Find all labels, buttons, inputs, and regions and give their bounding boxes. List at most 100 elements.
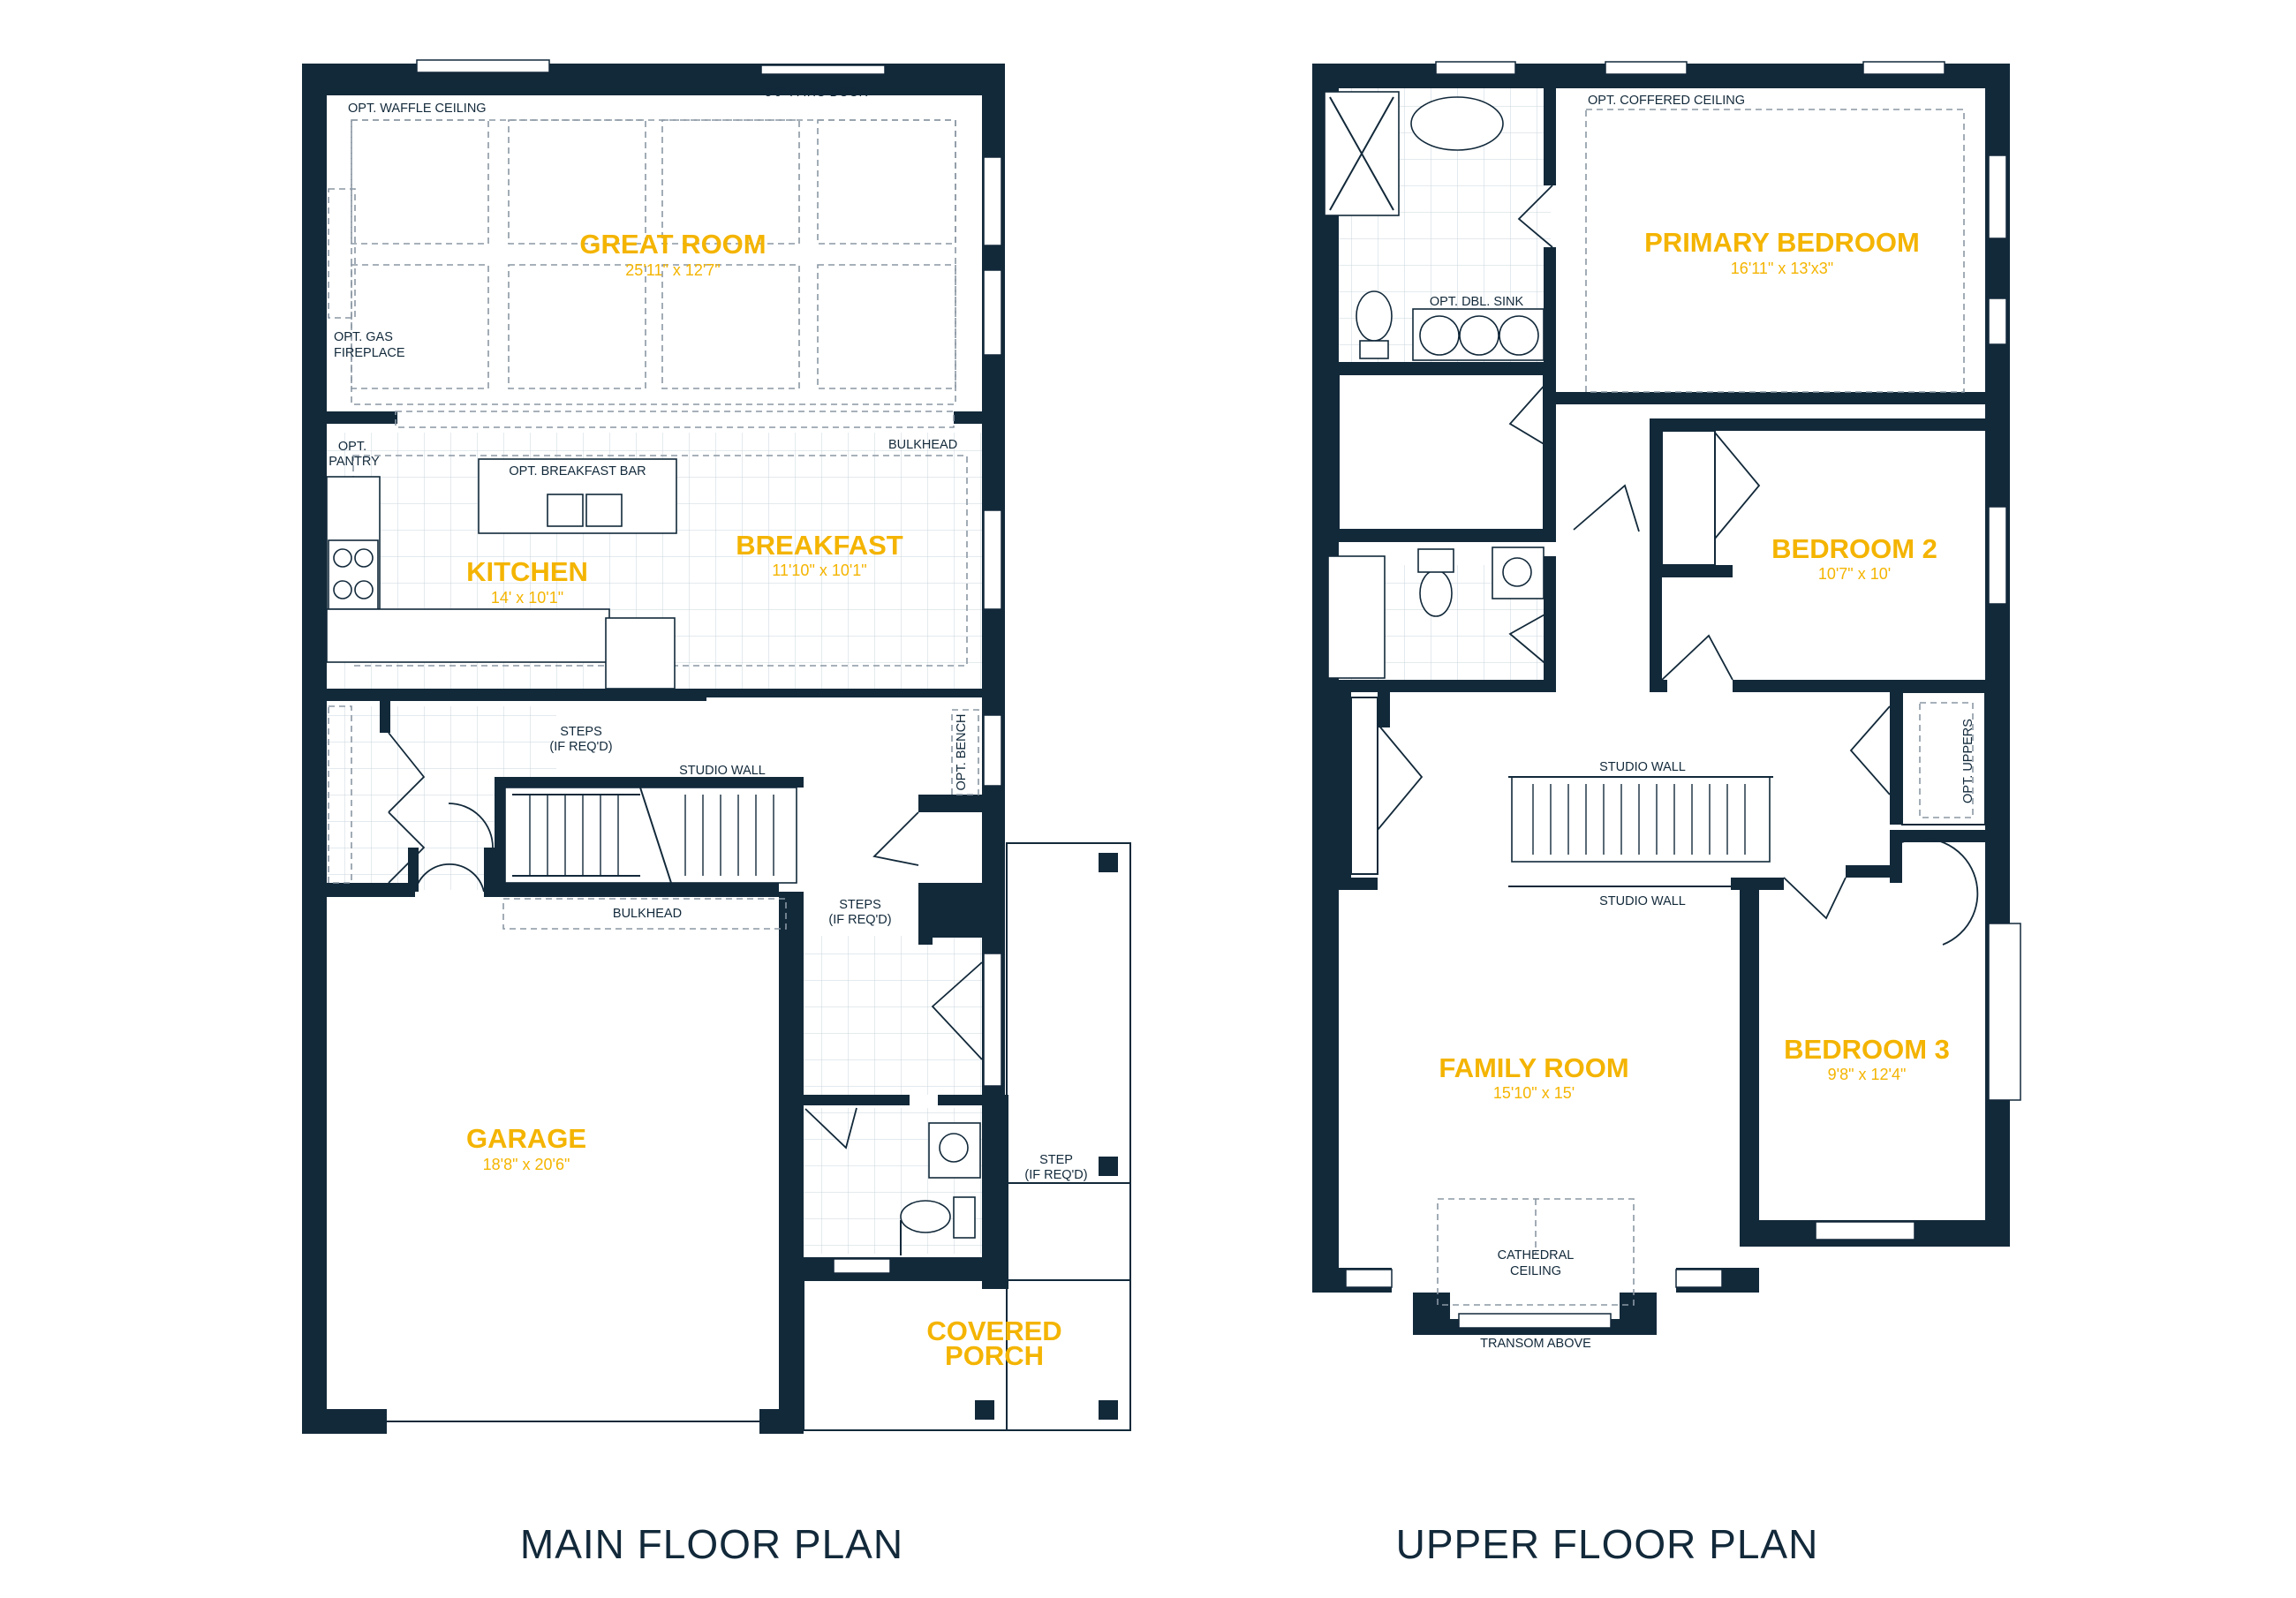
cooktop xyxy=(328,539,379,610)
wall xyxy=(1650,680,1667,692)
wall xyxy=(484,848,495,892)
wall xyxy=(484,883,779,897)
bathtub xyxy=(1327,555,1386,679)
wall xyxy=(302,64,327,1434)
bench-note: OPT. BENCH xyxy=(955,713,969,790)
family-room-label: FAMILY ROOM xyxy=(1439,1052,1628,1083)
wall xyxy=(495,777,505,892)
studio-wall-top-note: STUDIO WALL xyxy=(1599,760,1686,774)
bifold-door xyxy=(1714,432,1761,539)
toilet xyxy=(1419,569,1453,617)
upper-floor-title: UPPER FLOOR PLAN xyxy=(1396,1521,1819,1567)
bulkhead-note: BULKHEAD xyxy=(888,438,957,452)
shower-drain xyxy=(1329,96,1394,211)
wall xyxy=(1715,565,1733,577)
wall xyxy=(327,689,706,701)
wall xyxy=(302,1409,387,1434)
wall xyxy=(408,848,419,892)
bifold-door xyxy=(388,732,426,884)
patio-door-note: 5'0" PATIO DOOR xyxy=(765,86,868,100)
window xyxy=(1988,155,2007,239)
toilet-tank xyxy=(1417,548,1454,573)
upper-floor-plan: PRIMARY BEDROOM 16'11" x 13'x3" BEDROOM … xyxy=(1312,61,2021,1567)
wall xyxy=(327,883,415,897)
coffered-ceiling-note: OPT. COFFERED CEILING xyxy=(1588,94,1745,108)
laundry xyxy=(1901,691,1986,825)
burner xyxy=(354,548,374,568)
transom-window xyxy=(1458,1313,1612,1329)
burner xyxy=(333,548,352,568)
wall xyxy=(1556,392,1985,404)
steps-note-lower-2: (IF REQ'D) xyxy=(828,913,891,927)
sink-bowl xyxy=(1502,557,1532,587)
soaker-tub xyxy=(1410,96,1504,151)
primary-bedroom-label: PRIMARY BEDROOM xyxy=(1644,227,1920,258)
bedroom-2-dims: 10'7" x 10' xyxy=(1818,565,1891,583)
gas-fireplace-note-2: FIREPLACE xyxy=(334,346,405,360)
double-sink-note: OPT. DBL. SINK xyxy=(1430,295,1524,309)
wall xyxy=(302,64,1005,95)
wall xyxy=(327,411,397,424)
toilet xyxy=(1356,290,1393,342)
wall xyxy=(1650,418,1985,431)
burner xyxy=(333,580,352,599)
window xyxy=(1435,61,1516,75)
toilet xyxy=(900,1200,951,1233)
sink-basin xyxy=(585,494,623,527)
door-swing xyxy=(1573,484,1640,532)
wall xyxy=(1890,830,1902,883)
linen-closet xyxy=(1350,697,1378,875)
window xyxy=(416,59,550,73)
toilet-tank xyxy=(1359,340,1389,359)
main-floor-plan: GREAT ROOM 25'11" x 12'7" KITCHEN 14' x … xyxy=(302,59,1131,1567)
wall xyxy=(1662,565,1720,577)
window xyxy=(1345,1269,1393,1288)
bulkhead-lower-note: BULKHEAD xyxy=(613,907,682,921)
wall xyxy=(1339,680,1556,692)
sink-basin xyxy=(547,494,584,527)
wall xyxy=(1846,865,1890,878)
breakfast-label: BREAKFAST xyxy=(736,530,903,561)
bench-outline xyxy=(951,709,979,795)
step-note: STEP xyxy=(1039,1153,1073,1167)
kitchen-label: KITCHEN xyxy=(466,556,588,587)
porch-side-outline xyxy=(1006,842,1131,1431)
window xyxy=(983,156,1002,246)
walk-in-closet xyxy=(1338,373,1545,531)
bedroom-3-dims: 9'8" x 12'4" xyxy=(1828,1066,1907,1083)
wall xyxy=(1544,556,1556,689)
wall xyxy=(1544,88,1556,185)
covered-porch-label-2: PORCH xyxy=(945,1340,1044,1371)
wall xyxy=(954,411,982,424)
door-swing xyxy=(1517,185,1553,248)
coffered-ceiling-outline xyxy=(1585,109,1965,393)
wall xyxy=(1740,883,1759,1247)
breakfast-dims: 11'10" x 10'1" xyxy=(772,562,866,579)
waffle-ceiling-note: OPT. WAFFLE CEILING xyxy=(348,102,487,116)
breakfast-bar-note: OPT. BREAKFAST BAR xyxy=(509,464,646,479)
bifold-door xyxy=(1849,705,1891,795)
porch-post xyxy=(1099,1157,1118,1176)
window xyxy=(1988,298,2007,345)
counter-bottom xyxy=(326,608,610,663)
wall xyxy=(1733,680,1985,692)
door-swing xyxy=(1783,877,1847,920)
wall xyxy=(1378,692,1390,727)
window xyxy=(1815,1221,1915,1240)
gas-fireplace-note: OPT. GAS xyxy=(334,330,393,344)
door-swing xyxy=(1661,634,1733,681)
garage-dims: 18'8" x 20'6" xyxy=(483,1156,570,1173)
window xyxy=(1605,61,1688,75)
opt-uppers-outline xyxy=(1919,702,1974,818)
cathedral-ceiling-note: CATHEDRAL xyxy=(1498,1248,1575,1263)
window xyxy=(1862,61,1945,75)
wall xyxy=(706,689,982,697)
kitchen-dims: 14' x 10'1" xyxy=(491,589,563,607)
wall xyxy=(759,1409,804,1434)
waffle-coffers xyxy=(351,119,956,389)
wall xyxy=(779,892,804,1430)
toilet-tank xyxy=(953,1196,976,1239)
primary-bedroom-dims: 16'11" x 13'x3" xyxy=(1731,260,1833,277)
waffle-ceiling-outline xyxy=(351,119,956,405)
